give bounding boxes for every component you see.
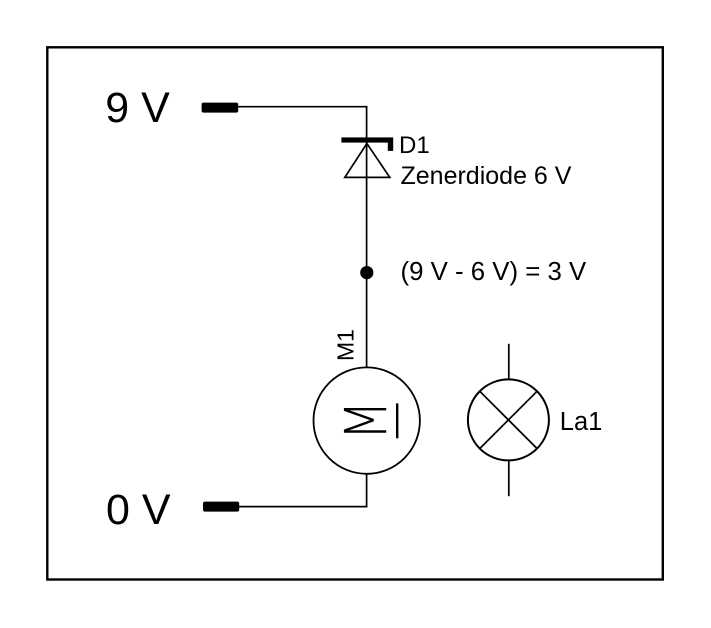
svg-text:(9 V - 6 V) = 3 V: (9 V - 6 V) = 3 V: [401, 258, 587, 286]
svg-text:D1: D1: [399, 132, 430, 159]
svg-text:0 V: 0 V: [106, 486, 171, 534]
svg-text:Zenerdiode 6 V: Zenerdiode 6 V: [401, 162, 572, 190]
svg-text:9 V: 9 V: [105, 84, 170, 132]
svg-text:M1: M1: [333, 329, 359, 361]
svg-text:La1: La1: [560, 408, 603, 436]
